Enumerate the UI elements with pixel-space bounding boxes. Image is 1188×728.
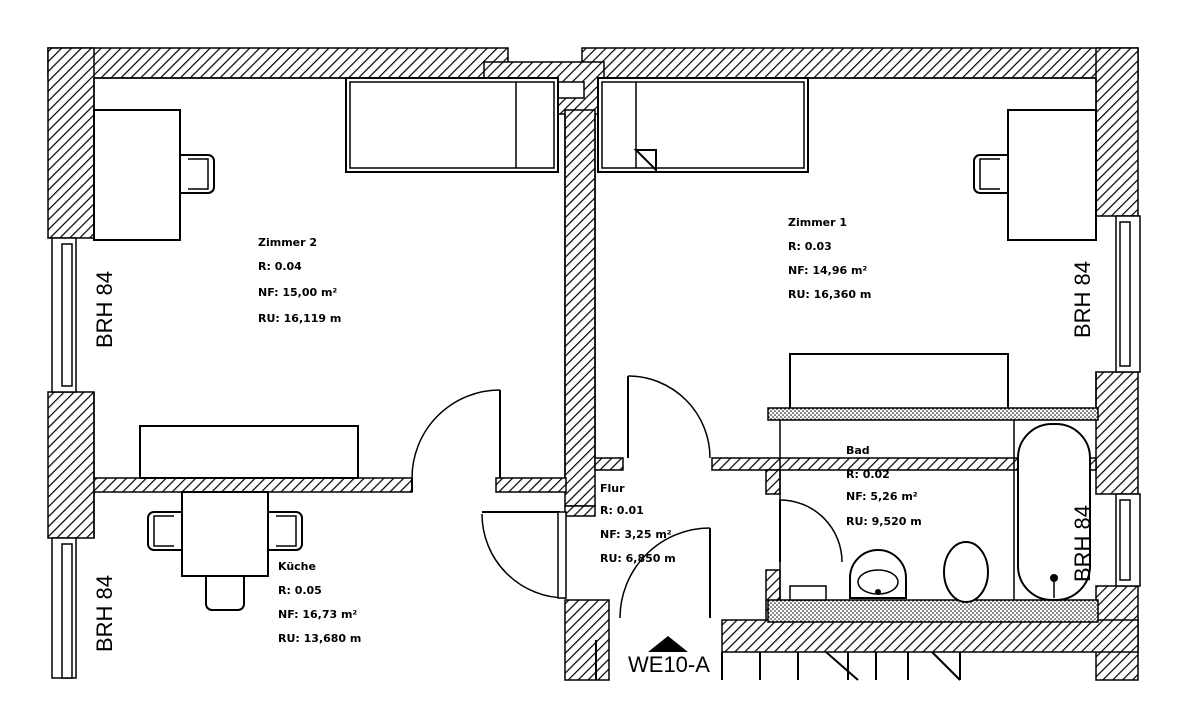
room-ru: RU: 9,520 m — [846, 515, 922, 528]
toilet — [943, 541, 989, 603]
wall-mid-left-2 — [495, 477, 567, 493]
wall-bad-left — [765, 469, 781, 495]
furniture-zimmer1 — [597, 77, 1097, 411]
room-bad-label: Bad R: 0.02 NF: 5,26 m² RU: 9,520 m — [846, 444, 922, 528]
wall-mid-right — [711, 457, 1097, 471]
room-r: R: 0.05 — [278, 584, 322, 597]
washbasin — [849, 549, 907, 599]
room-name: Zimmer 1 — [788, 216, 847, 229]
room-name: Flur — [600, 482, 625, 495]
doors — [411, 375, 843, 619]
room-r: R: 0.03 — [788, 240, 832, 253]
room-nf: NF: 16,73 m² — [278, 608, 357, 621]
room-ru: RU: 6,850 m — [600, 552, 676, 565]
room-zimmer1-label: Zimmer 1 R: 0.03 NF: 14,96 m² RU: 16,360… — [788, 216, 871, 301]
wall-left-2 — [47, 391, 95, 539]
room-ru: RU: 16,119 m — [258, 312, 341, 325]
windows — [51, 215, 1141, 679]
room-nf: NF: 3,25 m² — [600, 528, 672, 541]
room-r: R: 0.02 — [846, 468, 890, 481]
room-nf: NF: 14,96 m² — [788, 264, 867, 277]
room-nf: NF: 15,00 m² — [258, 286, 337, 299]
room-r: R: 0.01 — [600, 504, 644, 517]
wall-top-right — [581, 47, 1139, 79]
wall-mid-left — [93, 477, 413, 493]
room-flur-label: Flur R: 0.01 NF: 3,25 m² RU: 6,850 m — [600, 482, 676, 565]
room-name: Bad — [846, 444, 870, 457]
furniture-kueche — [147, 491, 303, 611]
wall-bottom-flur-left — [564, 599, 610, 681]
furniture-zimmer2 — [93, 77, 559, 479]
room-name: Küche — [278, 560, 316, 573]
wall-right-1 — [1095, 47, 1139, 217]
unit-label: WE10-A — [628, 652, 710, 677]
room-kueche-label: Küche R: 0.05 NF: 16,73 m² RU: 13,680 m — [278, 560, 361, 645]
stairs — [595, 640, 961, 681]
walls — [47, 47, 1139, 681]
wall-top-left — [47, 47, 509, 79]
bathroom-fixtures — [767, 407, 1099, 623]
wall-center — [564, 109, 596, 507]
brh-label-left-bottom: BRH 84 — [92, 575, 117, 652]
room-name: Zimmer 2 — [258, 236, 317, 249]
room-nf: NF: 5,26 m² — [846, 490, 918, 503]
wall-left-1 — [47, 47, 95, 239]
room-ru: RU: 16,360 m — [788, 288, 871, 301]
brh-label-left-top: BRH 84 — [92, 271, 117, 348]
brh-label-right-top: BRH 84 — [1070, 261, 1095, 338]
brh-label-right-bottom: BRH 84 — [1070, 505, 1095, 582]
bathtub — [1017, 423, 1091, 601]
room-zimmer2-label: Zimmer 2 R: 0.04 NF: 15,00 m² RU: 16,119… — [258, 236, 341, 325]
wall-bottom-bad — [721, 619, 1139, 653]
room-r: R: 0.04 — [258, 260, 302, 273]
entry-arrow — [648, 636, 688, 652]
wall-right-2 — [1095, 371, 1139, 495]
room-ru: RU: 13,680 m — [278, 632, 361, 645]
